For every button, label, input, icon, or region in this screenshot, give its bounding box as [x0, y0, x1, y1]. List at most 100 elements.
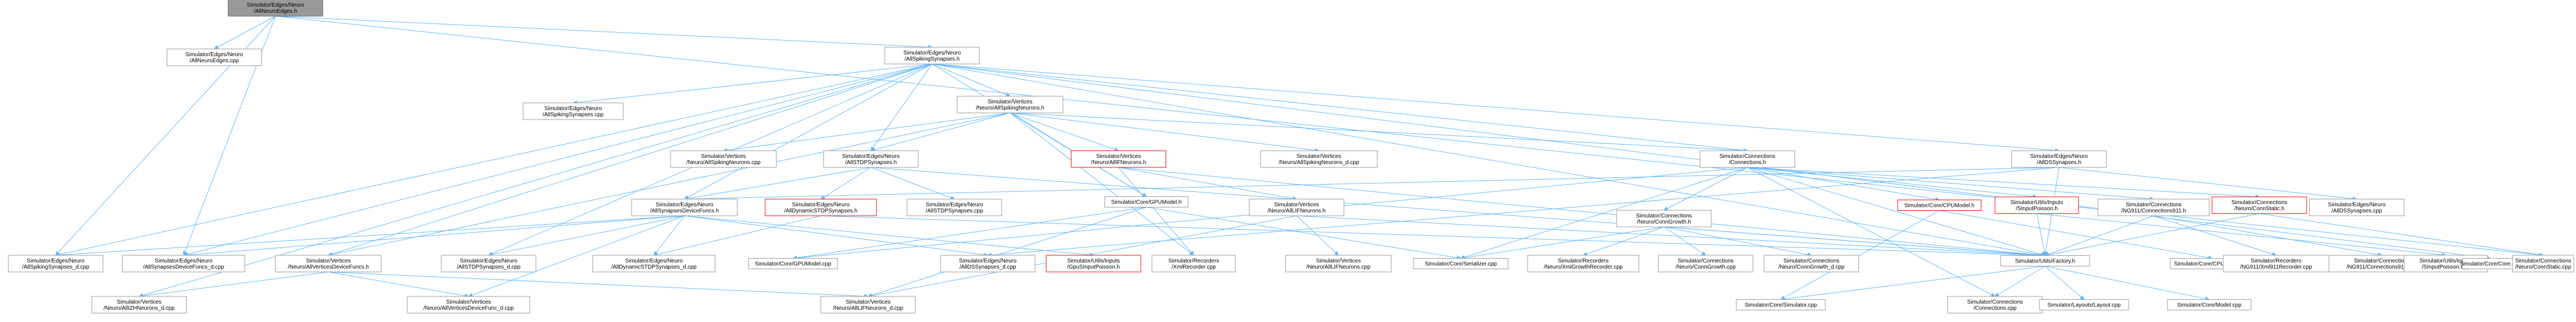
edge-ass-h-to-ass-d-cpp — [55, 63, 933, 257]
edge-cg-h-to-cg-d-cpp — [1663, 226, 1812, 257]
node-xgr-cpp[interactable]: Simulator/Recorders/Neuro/XmlGrowthRecor… — [1527, 255, 1639, 273]
edge-ass-h-to-conn-h — [932, 63, 1748, 153]
node-label-line: /AllSpikingSynapses.h — [905, 56, 960, 62]
node-ass-h[interactable]: Simulator/Edges/Neuro/AllSpikingSynapses… — [884, 47, 980, 65]
node-conn-cpp[interactable]: Simulator/Connections/Connections.cpp — [1947, 296, 2043, 314]
node-label-line: Simulator/Edges/Neuro — [185, 52, 243, 58]
node-label-line: /Connections.h — [1729, 160, 1766, 166]
node-conn-h[interactable]: Simulator/Connections/Connections.h — [1700, 150, 1795, 168]
edge-line — [792, 207, 1147, 260]
edge-line — [1747, 167, 2154, 201]
edge-gpum-h-to-gpum-cpp — [792, 207, 1147, 260]
node-alif-h[interactable]: Simulator/Vertices/Neuro/AllLIFNeurons.h — [1249, 199, 1344, 216]
edge-line — [1939, 210, 2213, 260]
edge-line — [1460, 167, 1748, 260]
edge-ads-h-to-ads-d-cpp — [987, 167, 2060, 257]
node-cpum-h[interactable]: Simulator/Core/CPUModel.h — [1897, 200, 1982, 211]
node-aifn-h[interactable]: Simulator/Vertices/Neuro/AllIFNeurons.h — [1071, 150, 1166, 168]
edge-asdf-h-to-avdf-d-cpp — [468, 215, 685, 298]
node-box — [275, 255, 382, 273]
node-label-line: /AllSynapsesDeviceFuncs_d.cpp — [143, 264, 224, 270]
node-astdp-h[interactable]: Simulator/Edges/Neuro/AllSTDPSynapses.h — [823, 150, 919, 168]
node-x911-cpp[interactable]: Simulator/Recorders/NG911/Xml911Recorder… — [2223, 255, 2329, 273]
node-label-line: /Neuro/AllLIFNeurons.cpp — [1306, 264, 1370, 270]
node-aizh-d-cpp[interactable]: Simulator/Vertices/Neuro/AllIZHNeurons_d… — [91, 296, 187, 314]
node-label-line: Simulator/Vertices — [846, 299, 891, 305]
node-box — [407, 296, 530, 314]
node-ads-d-cpp[interactable]: Simulator/Edges/Neuro/AllDSSynapses_d.cp… — [940, 255, 1036, 273]
node-label-line: /AllDynamicSTDPSynapses_d.cpp — [611, 264, 697, 270]
node-model-cpp[interactable]: Simulator/Core/Model.cpp — [2167, 299, 2252, 310]
node-ass-d-cpp[interactable]: Simulator/Edges/Neuro/AllSpikingSynapses… — [8, 255, 104, 273]
node-cg-h[interactable]: Simulator/Connections/Neuro/ConnGrowth.h — [1616, 210, 1712, 227]
node-ser-cpp[interactable]: Simulator/Core/Serializer.cpp — [1413, 258, 1509, 269]
node-astdp-d-cpp[interactable]: Simulator/Edges/Neuro/AllSTDPSynapses_d.… — [441, 255, 536, 273]
edge-line — [2036, 213, 2047, 256]
edge-line — [1663, 167, 1748, 211]
edge-ass-h-to-ads-h — [932, 63, 2060, 153]
node-label-line: /NG911/Xml911Recorder.cpp — [2240, 264, 2312, 270]
node-gpum-h[interactable]: Simulator/Core/GPUModel.h — [1104, 196, 1189, 207]
node-box — [2097, 199, 2210, 216]
node-box — [1700, 150, 1795, 168]
node-gpum-cpp[interactable]: Simulator/Core/GPUModel.cpp — [748, 258, 838, 269]
node-sp-h[interactable]: Simulator/Utils/Inputs/SInputPoisson.h — [1994, 196, 2079, 214]
node-label-line: Simulator/Edges/Neuro — [460, 258, 518, 264]
node-cg-d-cpp[interactable]: Simulator/Connections/Neuro/ConnGrowth_d… — [1764, 255, 1859, 273]
edge-line — [214, 16, 276, 49]
node-label-line: /Neuro/ConnStatic.cpp — [2515, 264, 2572, 270]
edge-line — [1747, 167, 1996, 297]
edge-astdp-h-to-adstdp-h — [820, 167, 871, 200]
edge-asn-h-to-avdf-h — [328, 112, 1011, 257]
node-xmlr-cpp[interactable]: Simulator/Recorders/XmlRecorder.cpp — [1151, 255, 1236, 273]
node-cg-cpp[interactable]: Simulator/Connections/Neuro/ConnGrowth.c… — [1658, 255, 1754, 273]
node-ane-cpp[interactable]: Simulator/Edges/Neuro/AllNeuroEdges.cpp — [166, 48, 262, 66]
node-ads-cpp[interactable]: Simulator/Edges/Neuro/AllDSSynapses.cpp — [2309, 199, 2405, 216]
edge-alif-h-to-fac-h — [1296, 215, 2046, 258]
edge-cpum-h-to-cpum-cpp — [1939, 210, 2213, 260]
node-gsp-h[interactable]: Simulator/Utils/Inputs/GpuSInputPoisson.… — [1046, 255, 1141, 273]
node-label-line: Simulator/Edges/Neuro — [247, 2, 304, 8]
node-label-line: Simulator/Connections — [2126, 202, 2182, 208]
node-astdp-cpp[interactable]: Simulator/Edges/Neuro/AllSTDPSynapses.cp… — [907, 199, 1002, 216]
edge-line — [328, 63, 933, 256]
node-asn-cpp[interactable]: Simulator/Vertices/Neuro/AllSpikingNeuro… — [670, 150, 777, 168]
node-asdf-d-cpp[interactable]: Simulator/Edges/Neuro/AllSynapsesDeviceF… — [122, 255, 245, 273]
node-ass-cpp[interactable]: Simulator/Edges/Neuro/AllSpikingSynapses… — [523, 102, 624, 120]
node-asn-h[interactable]: Simulator/Vertices/Neuro/AllSpikingNeuro… — [957, 96, 1063, 113]
node-label-line: Simulator/Edges/Neuro — [792, 202, 850, 208]
edge-cg-h-to-xgr-cpp — [1583, 226, 1664, 256]
edge-line — [820, 215, 2046, 258]
edge-ads-h-to-ads-cpp — [2058, 167, 2357, 201]
node-box — [2039, 299, 2129, 310]
node-cs-h[interactable]: Simulator/Connections/Neuro/ConnStatic.h — [2211, 196, 2307, 214]
edge-line — [1747, 167, 1940, 202]
node-avdf-h[interactable]: Simulator/Vertices/Neuro/AllVerticesDevi… — [275, 255, 382, 273]
edge-ng911-h-to-c911-cpp — [2153, 215, 2382, 257]
node-sim-cpp[interactable]: Simulator/Core/Simulator.cpp — [1736, 299, 1826, 310]
node-box — [122, 255, 245, 273]
node-box — [441, 255, 536, 273]
node-alif-cpp[interactable]: Simulator/Vertices/Neuro/AllLIFNeurons.c… — [1285, 255, 1392, 273]
node-lay-cpp[interactable]: Simulator/Layouts/Layout.cpp — [2039, 299, 2129, 310]
node-box — [670, 150, 777, 168]
node-ng911-h[interactable]: Simulator/Connections/NG911/Connections9… — [2097, 199, 2210, 216]
node-adstdp-d-cpp[interactable]: Simulator/Edges/Neuro/AllDynamicSTDPSyna… — [592, 255, 716, 273]
edge-gpum-h-to-ser-cpp — [1146, 207, 1461, 260]
node-label-line: Simulator/Core/Serializer.cpp — [1425, 261, 1497, 267]
edge-line — [932, 63, 2060, 153]
node-adstdp-h[interactable]: Simulator/Edges/Neuro/AllDynamicSTDPSyna… — [765, 199, 877, 216]
node-ads-h[interactable]: Simulator/Edges/Neuro/AllDSSynapses.h — [2011, 150, 2107, 168]
edge-line — [328, 271, 469, 298]
edge-line — [328, 271, 869, 299]
edge-ass-h-to-ass-cpp — [573, 63, 933, 105]
edge-line — [1009, 112, 1319, 153]
edge-ass-h-to-asdf-d-cpp — [183, 63, 933, 257]
node-avdf-d-cpp[interactable]: Simulator/Vertices/Neuro/AllVerticesDevi… — [407, 296, 530, 314]
node-asdf-h[interactable]: Simulator/Edges/Neuro/AllSynapsesDeviceF… — [631, 199, 738, 216]
node-fac-h[interactable]: Simulator/Utils/Factory.h — [2000, 255, 2090, 266]
node-core-cpp[interactable]: Simulator/Core/Core.cpp — [2460, 258, 2521, 269]
node-alif-d-cpp[interactable]: Simulator/Vertices/Neuro/AllLIFNeurons_d… — [820, 296, 916, 314]
node-asn-d-cpp[interactable]: Simulator/Vertices/Neuro/AllSpikingNeuro… — [1260, 150, 1378, 168]
node-cs-cpp[interactable]: Simulator/Connections/Neuro/ConnStatic.c… — [2512, 255, 2574, 273]
